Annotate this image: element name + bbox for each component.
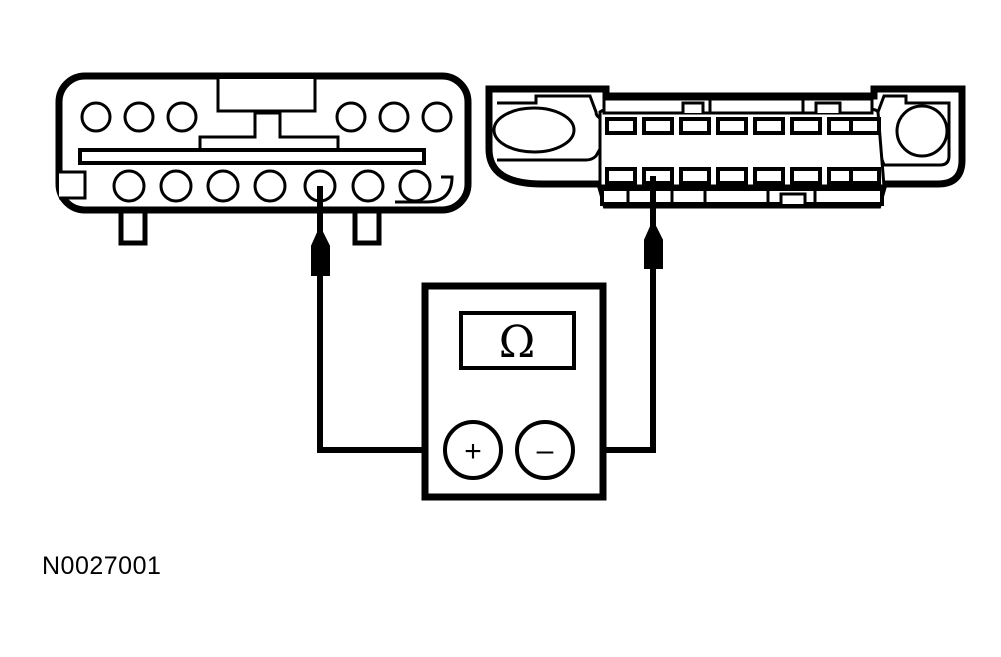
pin-slot — [605, 117, 637, 135]
pin-slot — [642, 117, 674, 135]
pin-circle — [159, 169, 193, 203]
figure-caption: N0027001 — [42, 552, 162, 580]
probe-tip-icon — [644, 219, 663, 269]
pin-slot — [849, 117, 881, 135]
pin-circle — [206, 169, 240, 203]
probe-tip-icon — [311, 225, 330, 276]
meter-negative-terminal-label: – — [537, 434, 554, 467]
pin-circle — [335, 101, 367, 133]
pin-circle — [80, 101, 112, 133]
right-connector-top-slot-row — [605, 117, 881, 135]
pin-slot — [716, 117, 748, 135]
left-connector-latch — [198, 111, 340, 151]
pin-circle — [112, 169, 146, 203]
right-probe — [644, 219, 663, 269]
pin-circle — [378, 101, 410, 133]
left-connector — [55, 72, 472, 246]
pin-slot-probed — [642, 167, 674, 185]
left-connector-side-curve — [395, 175, 454, 204]
left-probe — [311, 225, 330, 276]
left-connector-side-lock — [59, 170, 87, 200]
ohmmeter: Ω + – — [421, 282, 607, 501]
right-connector — [485, 85, 966, 209]
round-mount-hole — [895, 104, 949, 158]
pin-circle — [398, 169, 432, 203]
left-connector-mounting-tabs — [118, 205, 382, 246]
ohm-symbol: Ω — [499, 317, 535, 368]
meter-negative-terminal[interactable] — [515, 420, 575, 480]
left-connector-top-notch — [216, 79, 317, 113]
pin-slot — [605, 167, 637, 185]
right-connector-right-flange — [876, 94, 951, 167]
pin-circle — [351, 169, 385, 203]
pin-slot — [753, 167, 785, 185]
right-connector-top-rail — [602, 97, 874, 115]
right-connector-bottom-slot-row — [605, 167, 881, 185]
pin-slot — [849, 167, 881, 185]
pin-circle — [253, 169, 287, 203]
left-connector-bottom-pin-row — [112, 169, 432, 203]
right-connector-bottom-rail — [600, 187, 884, 206]
pin-circle — [421, 101, 453, 133]
pin-slot — [753, 117, 785, 135]
pin-slot — [716, 167, 748, 185]
meter-display — [459, 311, 576, 370]
pin-circle — [123, 101, 155, 133]
left-connector-center-rail — [78, 148, 426, 165]
meter-positive-terminal-label: + — [464, 435, 482, 468]
pin-slot — [790, 167, 822, 185]
oval-mount-hole — [492, 106, 576, 154]
left-connector-top-pin-row — [80, 101, 453, 133]
pin-slot — [790, 117, 822, 135]
pin-slot — [679, 167, 711, 185]
meter-positive-terminal[interactable] — [443, 420, 503, 480]
pin-circle — [166, 101, 198, 133]
pin-slot — [679, 117, 711, 135]
